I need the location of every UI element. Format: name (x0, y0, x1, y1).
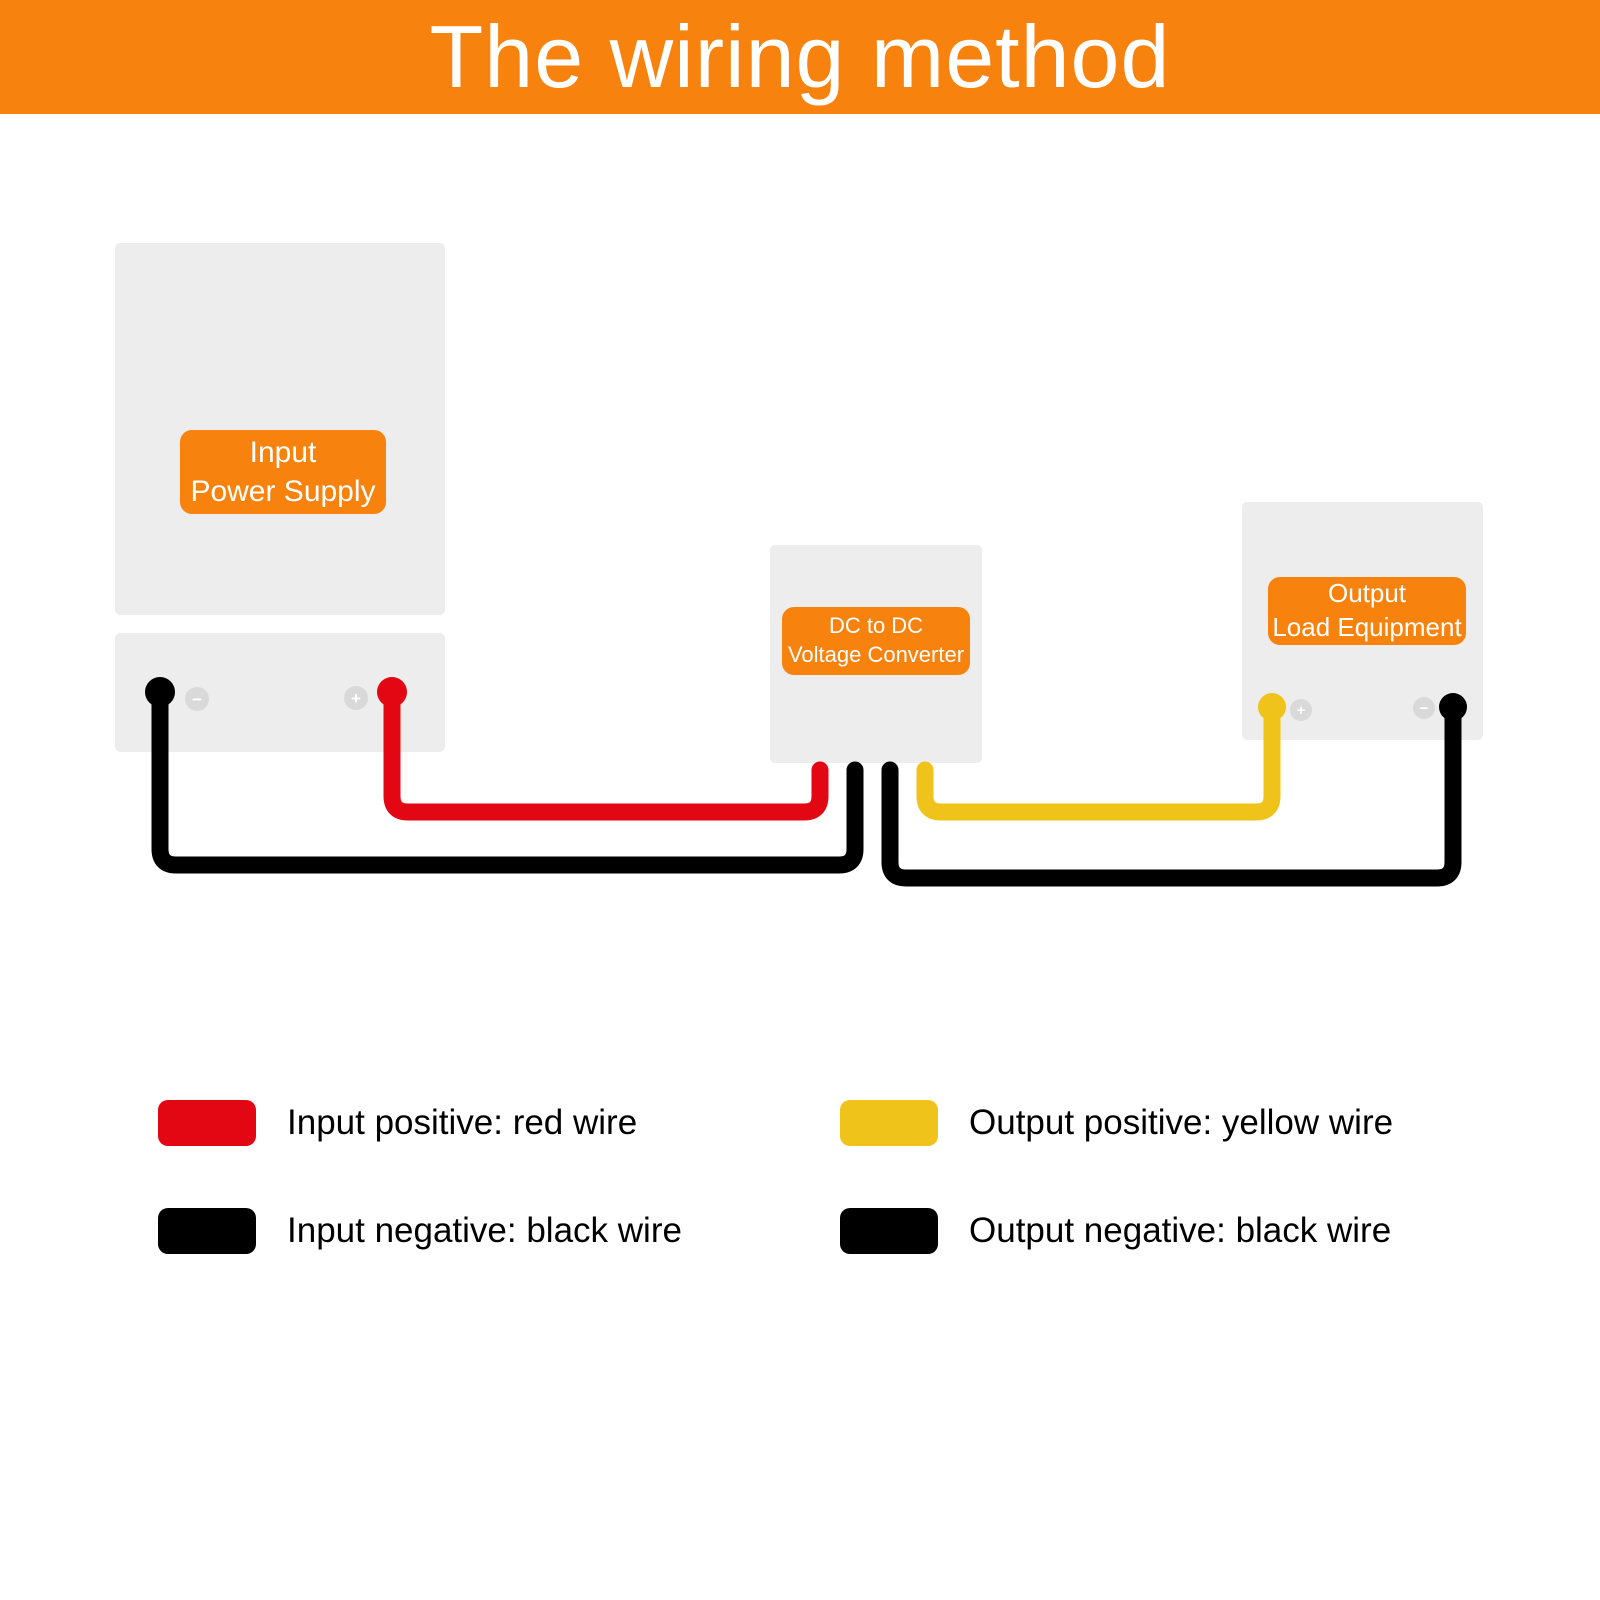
legend-label: Output positive: yellow wire (969, 1103, 1394, 1142)
legend-swatch-black (840, 1208, 938, 1254)
minus-sign: − (192, 689, 202, 709)
plus-sign: + (1296, 701, 1306, 719)
legend-swatch-black (158, 1208, 256, 1254)
legend-swatch-red (158, 1100, 256, 1146)
plus-sign: + (351, 688, 361, 708)
minus-badge-icon: − (185, 687, 209, 711)
legend-item-input-negative: Input negative: black wire (158, 1208, 682, 1254)
input-label-line2: Power Supply (190, 475, 376, 508)
dc-converter-label: DC to DC Voltage Converter (782, 607, 970, 675)
converter-label-line1: DC to DC (828, 613, 924, 639)
input-positive-wire (383, 683, 829, 821)
legend-item-output-negative: Output negative: black wire (840, 1208, 1391, 1254)
input-power-supply-label: Input Power Supply (180, 430, 386, 514)
input-power-supply-box: Input Power Supply (115, 243, 445, 615)
input-negative-terminal (145, 677, 175, 707)
plus-badge-icon: + (344, 686, 368, 710)
header-banner: The wiring method (0, 0, 1600, 114)
output-negative-terminal (1439, 693, 1467, 721)
input-label-line1: Input (249, 436, 317, 469)
legend-swatch-yellow (840, 1100, 938, 1146)
page-title: The wiring method (429, 7, 1171, 106)
output-label-line2: Load Equipment (1272, 612, 1462, 642)
legend-item-output-positive: Output positive: yellow wire (840, 1100, 1393, 1146)
legend-label: Output negative: black wire (969, 1211, 1392, 1250)
output-positive-terminal (1258, 693, 1286, 721)
plus-badge-icon: + (1290, 699, 1312, 721)
output-load-label: Output Load Equipment (1268, 577, 1466, 645)
output-label-line1: Output (1327, 578, 1407, 609)
minus-badge-icon: − (1413, 697, 1435, 719)
minus-sign: − (1419, 699, 1429, 717)
dc-converter-box: DC to DC Voltage Converter (770, 545, 982, 763)
legend-item-input-positive: Input positive: red wire (158, 1100, 637, 1146)
input-positive-terminal (377, 677, 407, 707)
converter-label-line2: Voltage Converter (787, 642, 965, 667)
legend-label: Input negative: black wire (287, 1211, 682, 1250)
legend-label: Input positive: red wire (287, 1103, 638, 1142)
